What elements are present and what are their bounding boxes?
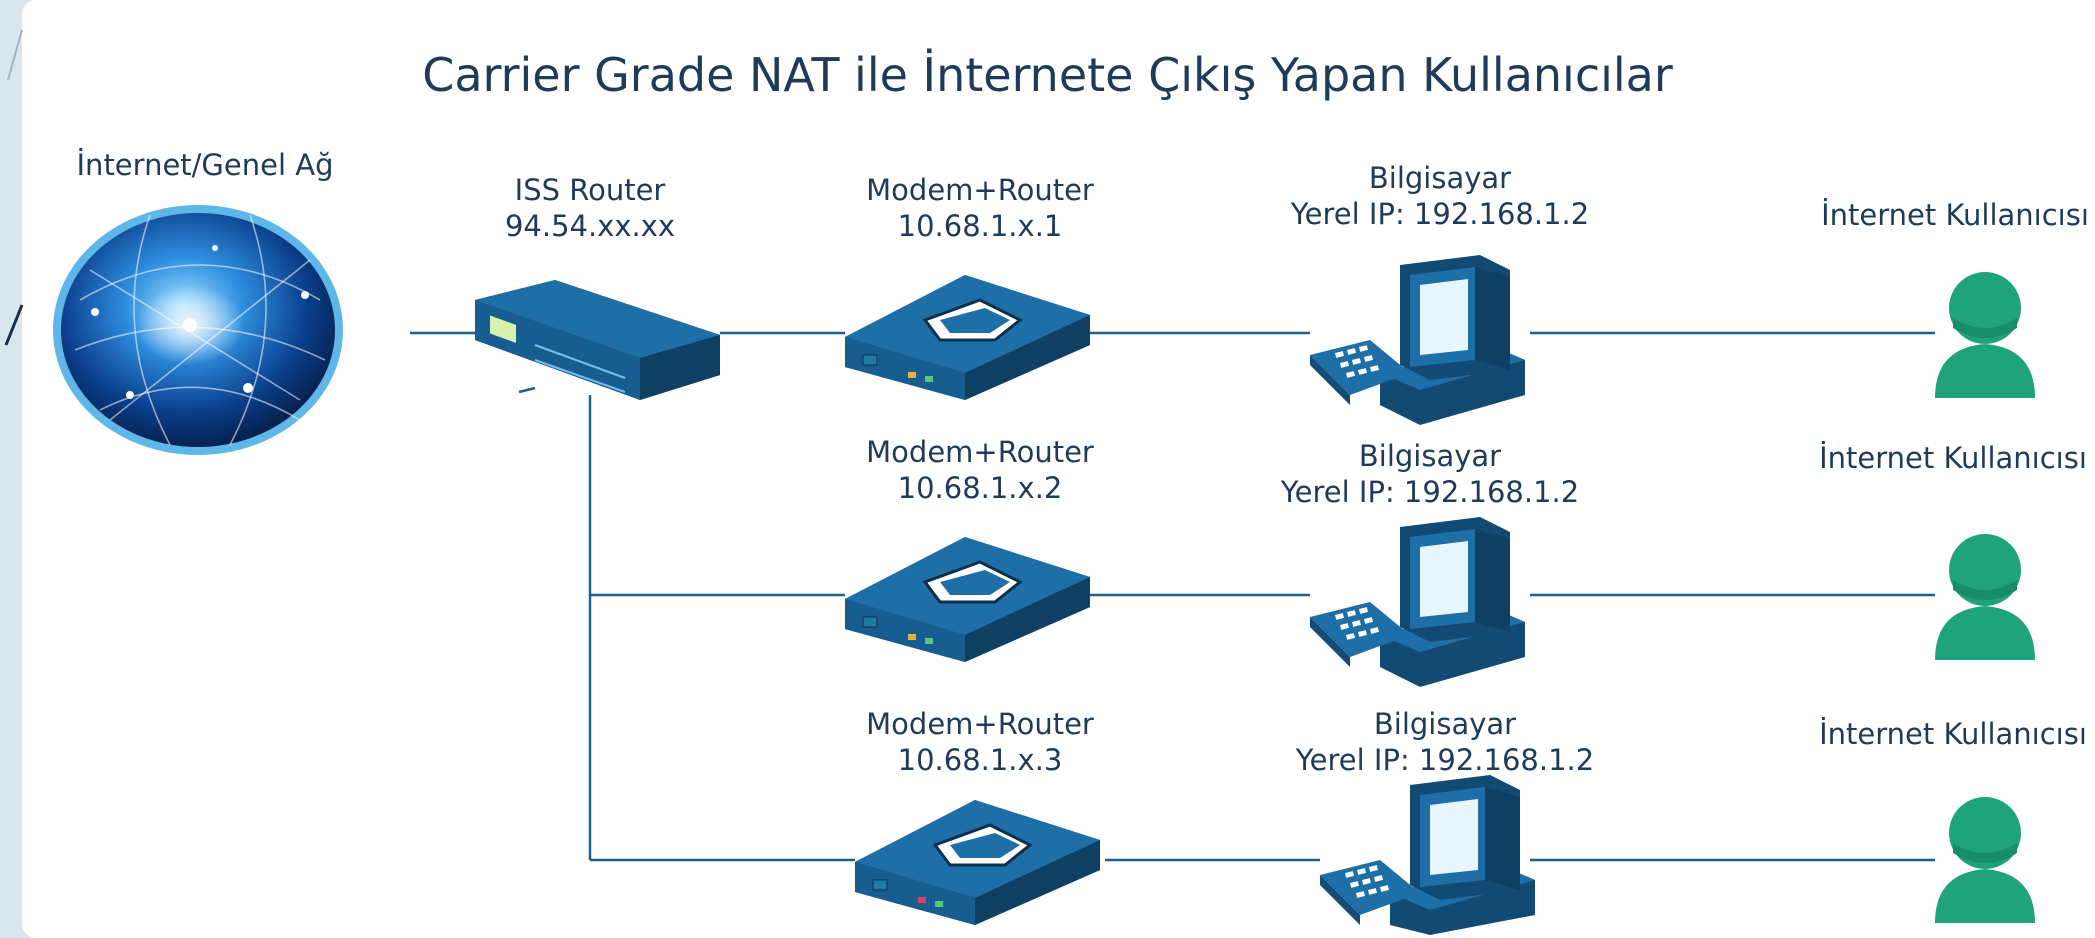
user-label-1: İnternet Kullanıcısı [1821,197,2089,233]
modem-router-icon [845,275,1090,400]
modem-name: Modem+Router [866,435,1094,469]
computer-ip: Yerel IP: 192.168.1.2 [1295,743,1595,777]
user-icon [1935,272,2035,398]
modem-name: Modem+Router [866,707,1094,741]
computer-label-3: Bilgisayar Yerel IP: 192.168.1.2 [1296,706,1594,778]
user-label-text: İnternet Kullanıcısı [1821,198,2089,232]
computer-name: Bilgisayar [1358,439,1502,473]
computer-label-2: Bilgisayar Yerel IP: 192.168.1.2 [1281,438,1579,510]
diagram-canvas [22,0,2095,938]
user-label-text: İnternet Kullanıcısı [1819,717,2087,751]
computer-label-1: Bilgisayar Yerel IP: 192.168.1.2 [1291,160,1589,232]
modem-router-icon [855,800,1100,925]
modem-ip: 10.68.1.x.2 [897,471,1063,505]
internet-label: İnternet/Genel Ağ [77,147,334,183]
isp-router-icon [475,280,720,400]
modem-ip: 10.68.1.x.1 [897,209,1063,243]
isp-router-ip: 94.54.xx.xx [504,209,676,243]
computer-ip: Yerel IP: 192.168.1.2 [1280,475,1580,509]
user-icon [1935,534,2035,660]
modem-ip: 10.68.1.x.3 [897,743,1063,777]
computer-icon [1310,517,1525,687]
user-label-3: İnternet Kullanıcısı [1819,716,2087,752]
internet-globe-icon [53,205,343,455]
modem-name: Modem+Router [866,173,1094,207]
connection-lines [410,331,1935,862]
computer-icon [1320,775,1535,935]
isp-router-label: ISS Router 94.54.xx.xx [505,172,675,244]
isp-router-name: ISS Router [514,173,666,207]
user-label-2: İnternet Kullanıcısı [1819,440,2087,476]
computer-name: Bilgisayar [1368,161,1512,195]
user-icon [1935,797,2035,923]
internet-label-text: İnternet/Genel Ağ [76,148,334,182]
computer-name: Bilgisayar [1373,707,1517,741]
user-label-text: İnternet Kullanıcısı [1819,441,2087,475]
diagram-title: Carrier Grade NAT ile İnternete Çıkış Ya… [422,48,1673,102]
computer-icon [1310,255,1525,425]
slide-edge-accent [4,29,24,346]
computer-ip: Yerel IP: 192.168.1.2 [1290,197,1590,231]
modem-label-1: Modem+Router 10.68.1.x.1 [866,172,1094,244]
modem-label-3: Modem+Router 10.68.1.x.3 [866,706,1094,778]
modem-router-icon [845,537,1090,662]
modem-label-2: Modem+Router 10.68.1.x.2 [866,434,1094,506]
